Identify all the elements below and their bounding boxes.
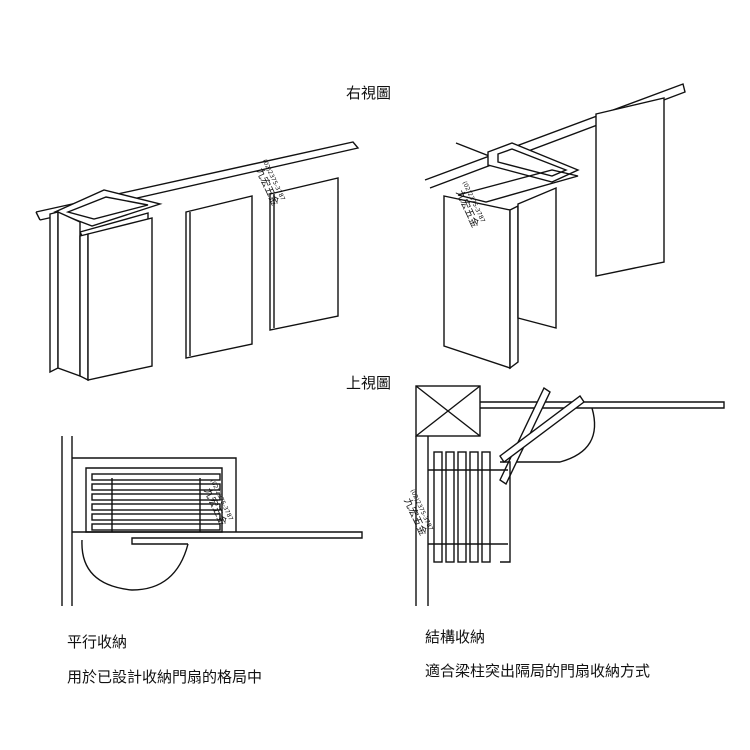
structural-storage-description: 適合梁柱突出隔局的門扇收納方式 xyxy=(425,662,651,680)
right-view-label: 右視圖 xyxy=(346,84,392,102)
parallel-storage-description: 用於已設計收納門扇的格局中 xyxy=(67,668,263,686)
parallel-storage-plan: 九宏五金 (02)2375-3787 xyxy=(61,436,363,606)
watermark-stamp: 九宏五金 (02)2375-3787 xyxy=(401,488,434,537)
parallel-storage-title: 平行收納 xyxy=(67,633,128,651)
parallel-storage-isometric: 九宏五金 (02)2375-3787 xyxy=(35,141,360,382)
structural-storage-isometric: 九宏五金 (02)2375-3787 xyxy=(424,83,686,370)
structural-storage-title: 結構收納 xyxy=(425,628,486,646)
structural-storage-plan: 九宏五金 (02)2375-3787 xyxy=(401,385,725,606)
top-view-label: 上視圖 xyxy=(346,374,392,392)
